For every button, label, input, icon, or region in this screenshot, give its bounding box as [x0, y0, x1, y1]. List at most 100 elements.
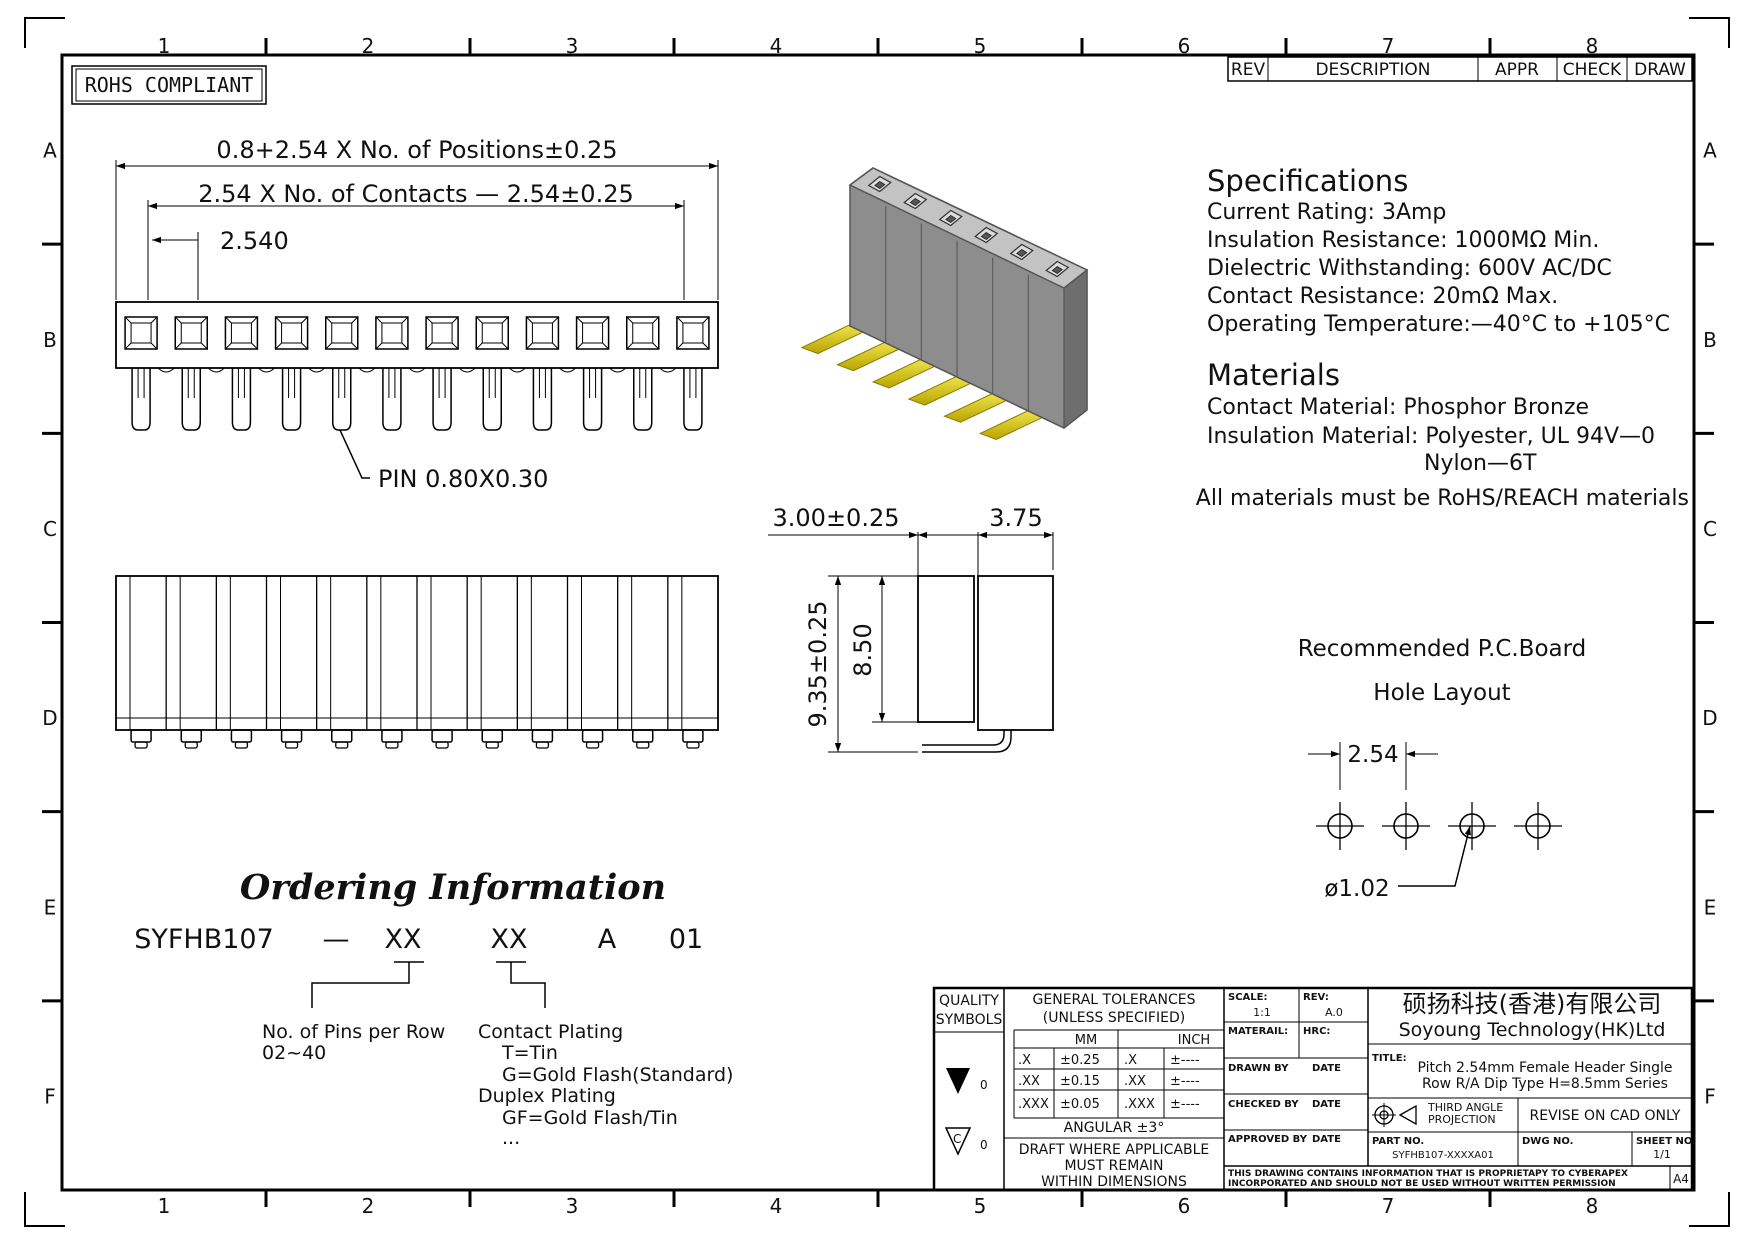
general-tolerances-title: GENERAL TOLERANCES	[1033, 992, 1196, 1008]
tol-inch: ±----	[1170, 1074, 1200, 1089]
zone-column-label: 3	[566, 34, 579, 58]
top-pin-detail	[689, 368, 697, 398]
drawing-title-line1: Pitch 2.54mm Female Header Single	[1418, 1060, 1673, 1076]
symbols-label: SYMBOLS	[936, 1012, 1003, 1028]
sheet-no-label: SHEET NO.	[1636, 1136, 1696, 1147]
front-foot	[280, 729, 303, 743]
pcb-hole-layout: Recommended P.C.Board Hole Layout 2.54 ø…	[1298, 636, 1587, 902]
top-pin	[281, 368, 302, 431]
zone-column-label: 3	[566, 1194, 579, 1218]
front-pin-tip	[535, 741, 550, 749]
finish-symbol-sub: 0	[980, 1138, 988, 1152]
top-pin	[231, 368, 252, 431]
overall-length-dim: 0.8+2.54 X No. of Positions±0.25	[216, 136, 617, 164]
top-cavity-chamfer	[275, 316, 308, 350]
date-label: DATE	[1312, 1099, 1341, 1110]
specifications-block: Specifications Current Rating: 3Amp Insu…	[1207, 164, 1670, 337]
top-cavity-chamfer	[475, 316, 509, 350]
approved-by-label: APPROVED BY	[1228, 1134, 1308, 1145]
top-cavity-chamfer	[576, 316, 609, 350]
zone-column-label: 5	[974, 1194, 987, 1218]
spec-line: Insulation Resistance: 1000MΩ Min.	[1207, 228, 1599, 253]
iso-cavity-hole	[874, 181, 886, 189]
zone-row-label: E	[44, 895, 57, 919]
top-cavity-chamfer	[124, 316, 158, 350]
ordering-heading: Ordering Information	[240, 867, 666, 908]
tol-precision: .XX	[1018, 1074, 1040, 1089]
zone-row-label: D	[1702, 706, 1717, 730]
check-col-header: CHECK	[1563, 60, 1622, 80]
top-notch	[659, 367, 677, 373]
mm-header: MM	[1075, 1033, 1097, 1048]
part-code-dash: —	[323, 924, 350, 955]
top-pin-detail	[538, 368, 546, 398]
ordering-note: ...	[502, 1127, 520, 1149]
top-cavity-chamfer	[375, 316, 409, 350]
rough-finish-symbol	[944, 1127, 972, 1156]
ordering-note: No. of Pins per Row	[262, 1021, 445, 1043]
company-name-cn: 硕扬科技(香港)有限公司	[1403, 990, 1662, 1018]
zone-row-label: A	[43, 139, 57, 163]
zone-column-label: 4	[770, 34, 783, 58]
front-pin-tip	[686, 741, 700, 749]
zone-column-label: 1	[158, 1194, 171, 1218]
top-cavity	[375, 316, 409, 350]
zone-column-label: 4	[770, 1194, 783, 1218]
top-cavity-chamfer	[325, 316, 359, 350]
iso-cavity-hole	[909, 198, 921, 206]
top-pin	[382, 368, 402, 431]
top-cavity	[626, 316, 660, 350]
spec-line: Operating Temperature:—40°C to +105°C	[1207, 312, 1670, 337]
zone-row-label: B	[43, 328, 57, 352]
proprietary-note: INCORPORATED AND SHOULD NOT BE USED WITH…	[1228, 1179, 1616, 1189]
zone-column-label: 1	[158, 34, 171, 58]
top-pin	[683, 368, 703, 431]
top-pin	[532, 368, 553, 431]
top-pin-detail	[187, 368, 195, 398]
top-cavity-inner	[230, 322, 252, 344]
top-cavity	[425, 316, 459, 350]
top-notch	[508, 367, 526, 373]
top-cavity-inner	[281, 322, 303, 344]
front-pin-tip	[585, 741, 600, 749]
top-cavity	[224, 316, 259, 350]
top-cavity	[124, 316, 158, 350]
top-view-pins	[131, 367, 703, 431]
ordering-note: GF=Gold Flash/Tin	[502, 1107, 678, 1129]
top-cavity	[274, 316, 309, 350]
machined-finish-symbol	[946, 1068, 970, 1094]
top-notch	[609, 367, 627, 373]
top-notch	[207, 367, 225, 373]
projection-text: PROJECTION	[1428, 1113, 1496, 1126]
zone-column-label: 7	[1382, 1194, 1395, 1218]
zone-ticks	[42, 38, 1714, 1207]
quality-label: QUALITY	[939, 993, 999, 1009]
top-pin-detail	[137, 368, 145, 398]
front-pin-tip	[435, 741, 449, 749]
top-notch	[559, 367, 576, 373]
side-height-body: 8.50	[849, 623, 877, 676]
zone-column-label: 6	[1178, 34, 1191, 58]
general-tolerances-sub: (UNLESS SPECIFIED)	[1043, 1010, 1185, 1026]
side-view-rear	[917, 575, 975, 723]
top-cavity	[174, 316, 208, 350]
draw-col-header: DRAW	[1634, 60, 1686, 80]
zone-column-label: 8	[1586, 34, 1599, 58]
top-cavity	[325, 316, 359, 350]
top-cavity-inner	[180, 322, 202, 344]
part-no-label: PART NO.	[1372, 1136, 1424, 1147]
part-code-suffix: 01	[669, 924, 703, 955]
front-pin-tip	[636, 741, 650, 749]
sheet-no-value: 1/1	[1653, 1148, 1671, 1161]
third-angle-projection-icon	[1372, 1103, 1417, 1127]
side-view: 3.00±0.25 3.75 9.35±0.25 8.50	[768, 504, 1054, 753]
zone-column-label: 7	[1382, 34, 1395, 58]
rohs-badge: ROHS COMPLIANT	[71, 65, 267, 105]
sheet-size: A4	[1673, 1172, 1689, 1186]
top-cavity-chamfer	[425, 316, 459, 350]
front-pin-tip	[385, 741, 399, 749]
spec-line: Dielectric Withstanding: 600V AC/DC	[1207, 256, 1612, 281]
front-foot	[381, 729, 403, 743]
